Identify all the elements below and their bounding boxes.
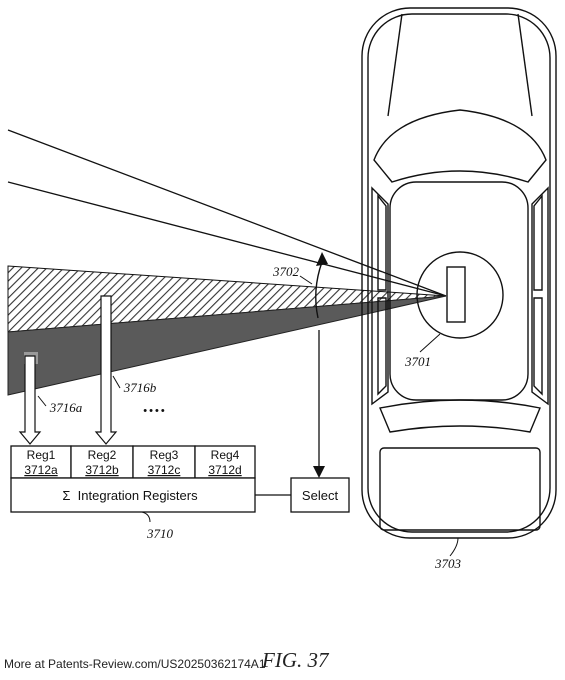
select-label: Select — [302, 488, 339, 503]
sensor-device — [446, 266, 466, 323]
register-cell-2 — [70, 445, 134, 479]
source-footer: More at Patents-Review.com/US20250362174… — [4, 657, 266, 671]
leader-3701 — [419, 333, 441, 353]
register-3-ref: 3712c — [148, 463, 181, 477]
integration-registers-box — [10, 477, 256, 513]
register-2-name: Reg2 — [88, 448, 117, 462]
label-3703: 3703 — [434, 556, 462, 571]
arrow-3716b — [94, 295, 118, 445]
beam-line-middle — [7, 181, 447, 297]
label-3710: 3710 — [146, 526, 174, 541]
leader-3702 — [299, 275, 313, 285]
label-3716b: 3716b — [123, 380, 157, 395]
register-4-ref: 3712d — [208, 463, 241, 477]
figure-label: FIG. 37 — [262, 648, 329, 672]
integration-registers-label: Σ Integration Registers — [62, 488, 198, 503]
register-2-ref: 3712b — [85, 463, 119, 477]
select-input-arrowhead — [313, 466, 325, 478]
register-cell-4 — [194, 445, 256, 479]
label-3701: 3701 — [404, 354, 431, 369]
beam-angle-arrowhead — [316, 252, 328, 266]
label-3702: 3702 — [272, 264, 300, 279]
sensor-circle — [416, 251, 504, 339]
register-1-ref: 3712a — [24, 463, 58, 477]
register-4-name: Reg4 — [211, 448, 240, 462]
dark-beam — [7, 295, 447, 396]
register-1-name: Reg1 — [27, 448, 56, 462]
select-box — [290, 477, 350, 513]
beam-line-upper — [7, 129, 447, 297]
leader-3710 — [141, 511, 151, 523]
leader-3716a — [37, 395, 47, 407]
leader-3703 — [449, 537, 459, 557]
beam-angle-arc — [315, 261, 323, 319]
arrow-3716a — [18, 355, 42, 445]
beam-lines — [7, 129, 447, 297]
register-row — [10, 445, 256, 479]
label-3716a: 3716a — [49, 400, 83, 415]
ellipsis-dots: •••• — [143, 405, 166, 417]
leader-3716b — [112, 375, 121, 389]
vehicle-outline — [361, 7, 557, 539]
register-3-name: Reg3 — [150, 448, 179, 462]
